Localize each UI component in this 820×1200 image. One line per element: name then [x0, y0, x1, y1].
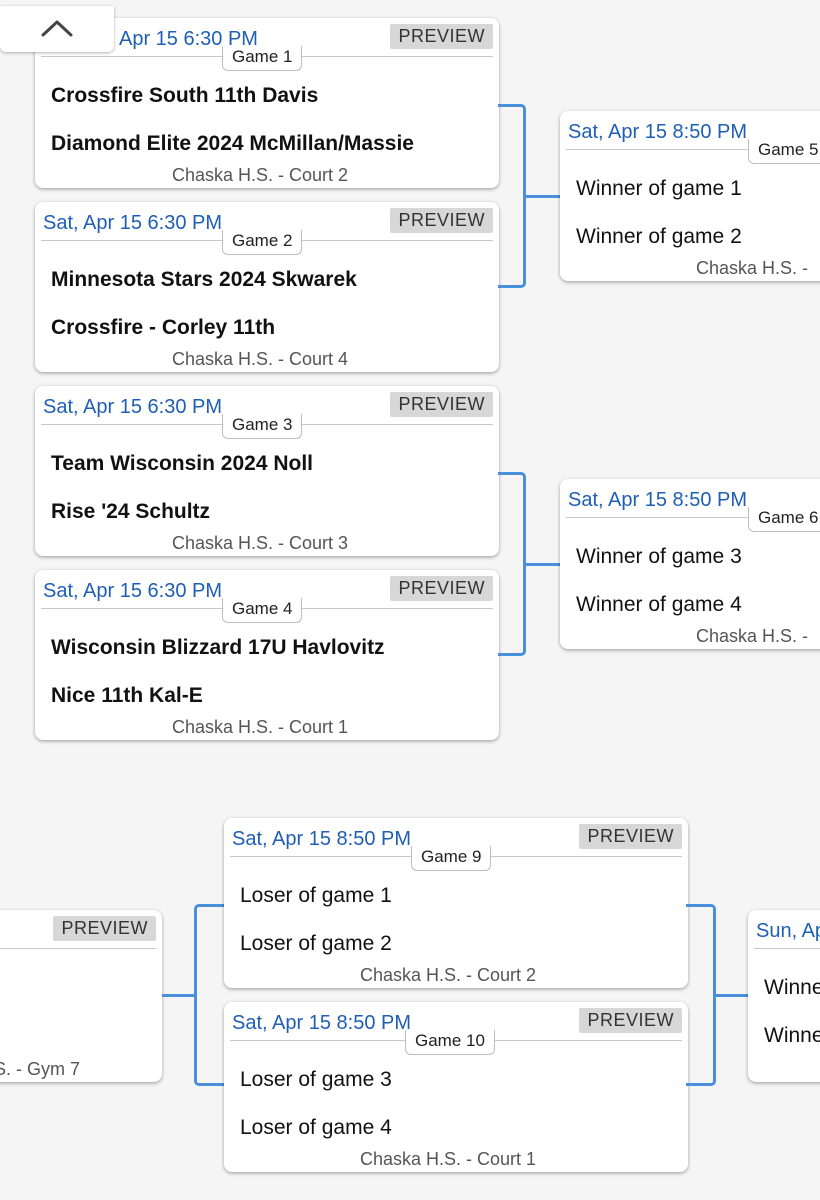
card-header: Sat, Apr 15 6:30 PM PREVIEW — [35, 202, 499, 242]
card-header: Sun, Ap — [748, 910, 820, 950]
game-number-tab: Game 2 — [222, 230, 303, 255]
game-card-2[interactable]: Sat, Apr 15 6:30 PM PREVIEW Game 2 Minne… — [35, 202, 499, 372]
game-card-4[interactable]: Sat, Apr 15 6:30 PM PREVIEW Game 4 Wisco… — [35, 570, 499, 740]
team-1-name[interactable]: Loser of game 1 — [240, 884, 392, 907]
game-datetime: Sat, Apr 15 8:50 PM — [568, 489, 747, 511]
preview-button[interactable]: PREVIEW — [579, 1008, 682, 1033]
card-header: Sat, Apr 15 8:50 PM — [560, 111, 820, 151]
preview-button[interactable]: PREVIEW — [390, 24, 493, 49]
team-1-name[interactable]: Crossfire South 11th Davis — [51, 84, 319, 107]
bracket-connector — [498, 472, 526, 656]
team-2-name[interactable]: Winner of game 2 — [576, 225, 742, 248]
team-2-name[interactable]: Diamond Elite 2024 McMillan/Massie — [51, 132, 414, 155]
team-1-name[interactable]: Winner of game 1 — [576, 177, 742, 200]
game-number-tab: Game 10 — [405, 1030, 495, 1055]
game-datetime: Sat, Apr 15 8:50 PM — [568, 121, 747, 143]
game-location: Chaska H.S. - Court 1 — [360, 1149, 537, 1169]
game-datetime: Sat, Apr 15 6:30 PM — [43, 580, 222, 602]
preview-button[interactable]: PREVIEW — [53, 916, 156, 941]
game-card-10[interactable]: Sat, Apr 15 8:50 PM PREVIEW Game 10 Lose… — [224, 1002, 688, 1172]
team-2-name[interactable]: Winner of game 4 — [576, 593, 742, 616]
team-1-name[interactable]: Loser of game 3 — [240, 1068, 392, 1091]
game-number-tab: Game 4 — [222, 598, 303, 623]
preview-button[interactable]: PREVIEW — [390, 208, 493, 233]
divider — [566, 149, 820, 150]
preview-button[interactable]: PREVIEW — [390, 392, 493, 417]
card-header: Apr 15 6:30 PM PREVIEW — [35, 18, 499, 58]
bracket-connector-line — [716, 994, 748, 997]
preview-button[interactable]: PREVIEW — [579, 824, 682, 849]
game-location: Chaska H.S. - Court 2 — [172, 165, 349, 185]
card-header: Sat, Apr 15 6:30 PM PREVIEW — [35, 386, 499, 426]
divider — [566, 517, 820, 518]
game-card-3[interactable]: Sat, Apr 15 6:30 PM PREVIEW Game 3 Team … — [35, 386, 499, 556]
game-card-9[interactable]: Sat, Apr 15 8:50 PM PREVIEW Game 9 Loser… — [224, 818, 688, 988]
card-header: Sat, Apr 15 8:50 PM — [560, 479, 820, 519]
game-datetime: Sat, Apr 15 8:50 PM — [232, 828, 411, 850]
preview-button[interactable]: PREVIEW — [390, 576, 493, 601]
chevron-up-icon — [41, 20, 73, 37]
game-number-tab: Game 9 — [411, 846, 492, 871]
game-card-5[interactable]: Sat, Apr 15 8:50 PM Game 5 Winner of gam… — [560, 111, 820, 281]
game-location: Chaska H.S. - — [696, 626, 809, 646]
card-header: Sat, Apr 15 6:30 PM PREVIEW — [35, 570, 499, 610]
game-number-tab: Game 1 — [222, 46, 303, 71]
team-1-name[interactable]: Team Wisconsin 2024 Noll — [51, 452, 314, 475]
game-datetime: Apr 15 6:30 PM — [119, 28, 258, 50]
game-card-6[interactable]: Sat, Apr 15 8:50 PM Game 6 Winner of gam… — [560, 479, 820, 649]
game-location: Chaska H.S. - Court 2 — [360, 965, 537, 985]
team-1-name[interactable]: Wisconsin Blizzard 17U Havlovitz — [51, 636, 385, 659]
card-header: PREVIEW — [0, 910, 162, 950]
bracket-connector — [686, 904, 716, 1086]
team-1-name[interactable]: Winne — [764, 976, 820, 999]
game-datetime: Sun, Ap — [756, 920, 820, 942]
game-card-right[interactable]: Sun, Ap Winne Winne — [748, 910, 820, 1082]
bracket-connector-line — [162, 994, 195, 997]
game-location: Chaska H.S. - Court 1 — [172, 717, 349, 737]
card-header: Sat, Apr 15 8:50 PM PREVIEW — [224, 1002, 688, 1042]
team-2-name[interactable]: Rise '24 Schultz — [51, 500, 211, 523]
team-2-name[interactable]: Nice 11th Kal-E — [51, 684, 203, 707]
divider — [0, 948, 156, 949]
game-location: S. - Gym 7 — [0, 1059, 81, 1079]
team-2-name[interactable]: Winne — [764, 1024, 820, 1047]
bracket-connector-line — [526, 563, 560, 566]
team-1-name[interactable]: Winner of game 3 — [576, 545, 742, 568]
divider — [754, 948, 820, 949]
game-datetime: Sat, Apr 15 6:30 PM — [43, 212, 222, 234]
card-header: Sat, Apr 15 8:50 PM PREVIEW — [224, 818, 688, 858]
game-card-1[interactable]: Apr 15 6:30 PM PREVIEW Game 1 Crossfire … — [35, 18, 499, 188]
team-2-name[interactable]: Crossfire - Corley 11th — [51, 316, 276, 339]
team-2-name[interactable]: Loser of game 4 — [240, 1116, 392, 1139]
game-location: Chaska H.S. - Court 4 — [172, 349, 349, 369]
game-card-left[interactable]: PREVIEW S. - Gym 7 — [0, 910, 162, 1082]
game-number-tab: Game 3 — [222, 414, 303, 439]
game-datetime: Sat, Apr 15 8:50 PM — [232, 1012, 411, 1034]
team-1-name[interactable]: Minnesota Stars 2024 Skwarek — [51, 268, 357, 291]
game-location: Chaska H.S. - — [696, 258, 809, 278]
game-number-tab: Game 6 — [748, 507, 820, 532]
collapse-button[interactable] — [0, 6, 114, 52]
game-datetime: Sat, Apr 15 6:30 PM — [43, 396, 222, 418]
bracket-connector — [194, 904, 224, 1086]
team-2-name[interactable]: Loser of game 2 — [240, 932, 392, 955]
bracket-connector — [498, 104, 526, 288]
game-number-tab: Game 5 — [748, 139, 820, 164]
bracket-connector-line — [526, 195, 560, 198]
game-location: Chaska H.S. - Court 3 — [172, 533, 349, 553]
